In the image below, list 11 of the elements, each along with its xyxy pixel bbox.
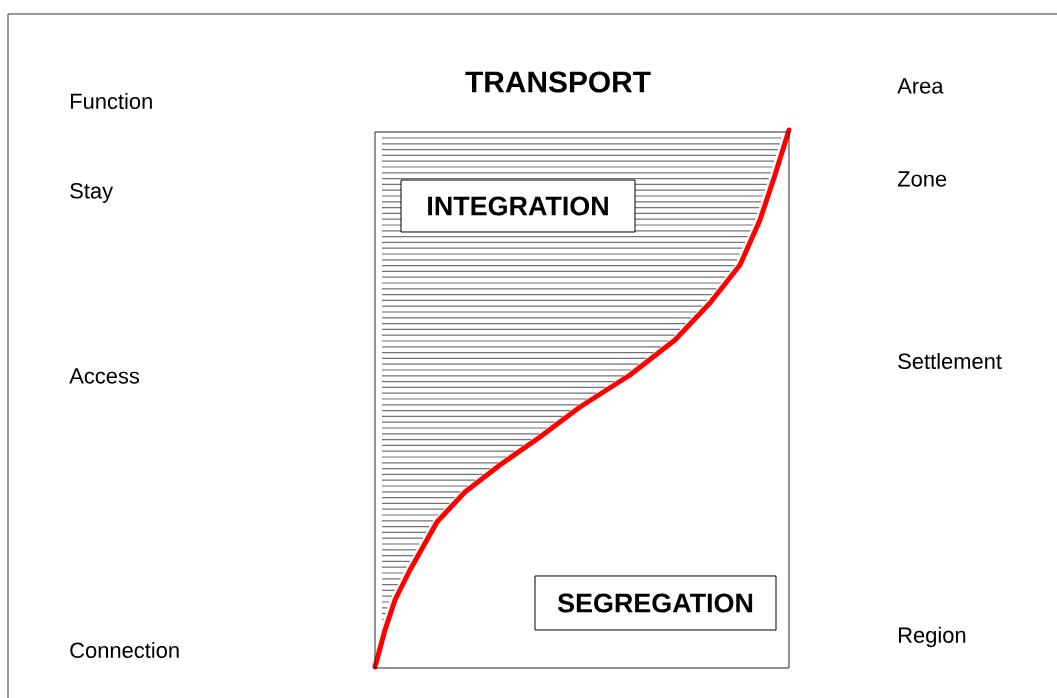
axis-label: Settlement — [898, 352, 1002, 370]
title: TRANSPORT — [465, 71, 651, 93]
axis-label: Region — [899, 626, 966, 648]
label-box: SEGREGATION — [534, 575, 777, 631]
axis-label: Stay — [70, 183, 114, 203]
axis-label: Function — [71, 92, 152, 110]
axis-label: Zone — [897, 171, 947, 187]
axis-label: Access — [69, 368, 140, 384]
axis-label: Area — [897, 78, 944, 94]
label-box: INTEGRATION — [400, 179, 636, 233]
axis-label: Connection — [70, 641, 179, 659]
